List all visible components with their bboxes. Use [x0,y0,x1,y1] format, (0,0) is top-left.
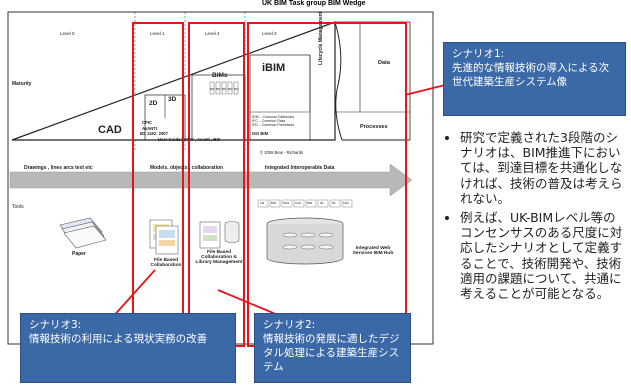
iso-bim-label: ISO BIM [252,131,269,136]
maturity-label: Maturity [12,81,32,87]
hub-tag-strip [257,199,353,208]
processes-label: Processes [360,124,388,130]
hub-tag-2: BIM [271,201,276,205]
scenario1-callout: シナリオ1: 先進的な情報技術の導入による次世代建築生産システム像 [443,42,626,116]
hub-tag-1: FM [260,201,265,205]
tool-label-file-collab: File Based Collaboration [150,258,182,268]
maturity-arrow [9,163,413,197]
tool-label-file-library: File Based Collaboration & Library Manag… [195,250,243,265]
arrow-label-models: Models, objects , collaboration [150,165,224,171]
hub-tag-6: 4D [320,201,324,205]
level-label-2: Level 2 [205,31,220,36]
user-guides-label: User Guides CPIC , Avanti , BSI [158,137,221,142]
cad-label: CAD [98,124,122,136]
bullet-item-2: 例えば、UK-BIMレベル等のコンセンサスのある尺度に対応したシナリオとして定義… [460,210,628,301]
scenario2-title: シナリオ2: [263,319,316,331]
connector-scenario1 [404,84,446,96]
scenario3-title: シナリオ3: [29,319,82,331]
arrow-label-integrated: Integrated Interoperable Data [265,165,335,171]
hub-tag-8: PLM [343,201,349,205]
scenario1-text: 先進的な情報技術の導入による次世代建築生産システム像 [452,62,610,88]
data-label: Data [378,60,390,66]
level-label-3: Level 3 [262,31,277,36]
paper-stack-icon [59,217,107,249]
bs1192-label: BS 1192: 2007 [140,131,168,136]
file-collab-icon [149,219,179,255]
bims-tag-4: BIM [228,88,233,91]
hub-tag-3: DMS [283,201,290,205]
copyright-label: © 2008 Bew - Richards [260,150,304,155]
cbim-note-2: IFC – Common Data [252,119,285,123]
bims-tag-5: BIM [234,88,239,91]
file-library-icon [199,221,240,249]
3d-label: 3D [168,96,177,103]
bims-label: BIMs [212,72,228,79]
bim-hub-icon [266,217,344,265]
bims-tag-3: BIM [222,88,227,91]
hub-tag-4: CAD [295,201,301,205]
ibim-label: iBIM [262,62,286,74]
hub-tag-7: 5D [332,201,336,205]
hub-tag-5: BIM [307,201,312,205]
lifecycle-label: Lifecycle Management [318,11,324,65]
cbim-note-3: IFD – Common Processes [252,123,295,127]
level-label-0: Level 0 [60,31,75,36]
tool-label-integrated-web: Integrated Web Services BIM Hub [352,246,394,256]
cpic-label: CPIC [142,120,153,125]
scenario2-callout: シナリオ2: 情報技術の発展に適したデジタル処理による建築生産システム [254,313,411,383]
tools-label: Tools [12,204,24,210]
scenario2-text: 情報技術の発展に適したデジタル処理による建築生産システム [263,333,400,373]
scenario3-callout: シナリオ3: 情報技術の利用による現状実務の改善 [20,313,236,383]
bims-tag-1: BIM [210,88,215,91]
avanti-label: AVANTI [142,126,157,131]
connector-scenario3 [109,269,156,321]
scenario1-title: シナリオ1: [452,48,505,60]
diagram-title: UK BIM Task group BIM Wedge [262,0,366,7]
scenario3-text: 情報技術の利用による現状実務の改善 [29,333,208,345]
arrow-label-drawings: Drawings , lines arcs text etc [24,165,93,171]
wedge-wavy-edge [334,21,343,141]
2d-label: 2D [149,100,158,107]
bims-tag-2: BIM [216,88,221,91]
level-label-1: Level 1 [150,31,165,36]
bullet-list: 研究で定義された3段階のシナリオは、BIM推進下においては、到達目標を共通化しな… [442,130,628,305]
cbim-note-1: IDM – Common Dictionary [252,115,295,119]
tool-label-paper: Paper [72,251,86,257]
bullet-item-1: 研究で定義された3段階のシナリオは、BIM推進下においては、到達目標を共通化しな… [460,130,628,206]
